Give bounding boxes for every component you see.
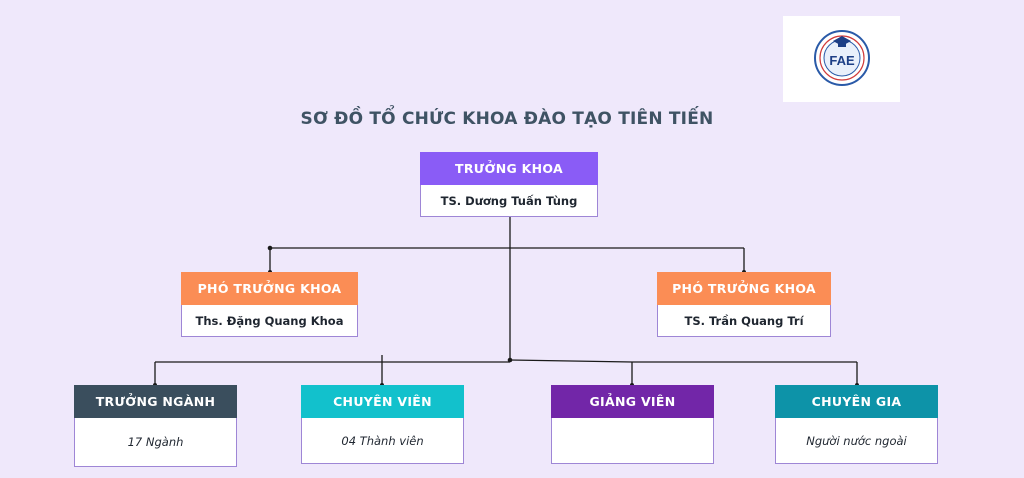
fae-logo-icon: FAE	[814, 30, 870, 86]
faculty-logo: FAE	[783, 16, 900, 102]
vice-dean-name: Ths. Đặng Quang Khoa	[181, 305, 358, 337]
vice-dean-title: PHÓ TRƯỞNG KHOA	[657, 272, 831, 305]
logo-text: FAE	[829, 53, 855, 68]
unit-detail: Người nước ngoài	[775, 418, 938, 464]
vice-dean-name: TS. Trần Quang Trí	[657, 305, 831, 337]
unit-title: GIẢNG VIÊN	[551, 385, 714, 418]
dean-title: TRƯỞNG KHOA	[420, 152, 598, 185]
unit-node-lecturers: GIẢNG VIÊN	[551, 385, 714, 464]
vice-dean-title: PHÓ TRƯỞNG KHOA	[181, 272, 358, 305]
unit-node-specialists: CHUYÊN VIÊN 04 Thành viên	[301, 385, 464, 464]
unit-node-heads: TRƯỞNG NGÀNH 17 Ngành	[74, 385, 237, 467]
unit-title: TRƯỞNG NGÀNH	[74, 385, 237, 418]
connector-unit-bus-mid	[509, 359, 633, 363]
dean-node: TRƯỞNG KHOA TS. Dương Tuấn Tùng	[420, 152, 598, 217]
vice-dean-node-left: PHÓ TRƯỞNG KHOA Ths. Đặng Quang Khoa	[181, 272, 358, 337]
unit-title: CHUYÊN VIÊN	[301, 385, 464, 418]
vice-dean-node-right: PHÓ TRƯỞNG KHOA TS. Trần Quang Trí	[657, 272, 831, 337]
dean-name: TS. Dương Tuấn Tùng	[420, 185, 598, 217]
unit-node-experts: CHUYÊN GIA Người nước ngoài	[775, 385, 938, 464]
unit-title: CHUYÊN GIA	[775, 385, 938, 418]
unit-detail: 04 Thành viên	[301, 418, 464, 464]
unit-detail: 17 Ngành	[74, 418, 237, 467]
chart-title: SƠ ĐỒ TỔ CHỨC KHOA ĐÀO TẠO TIÊN TIẾN	[300, 109, 714, 129]
unit-detail	[551, 418, 714, 464]
